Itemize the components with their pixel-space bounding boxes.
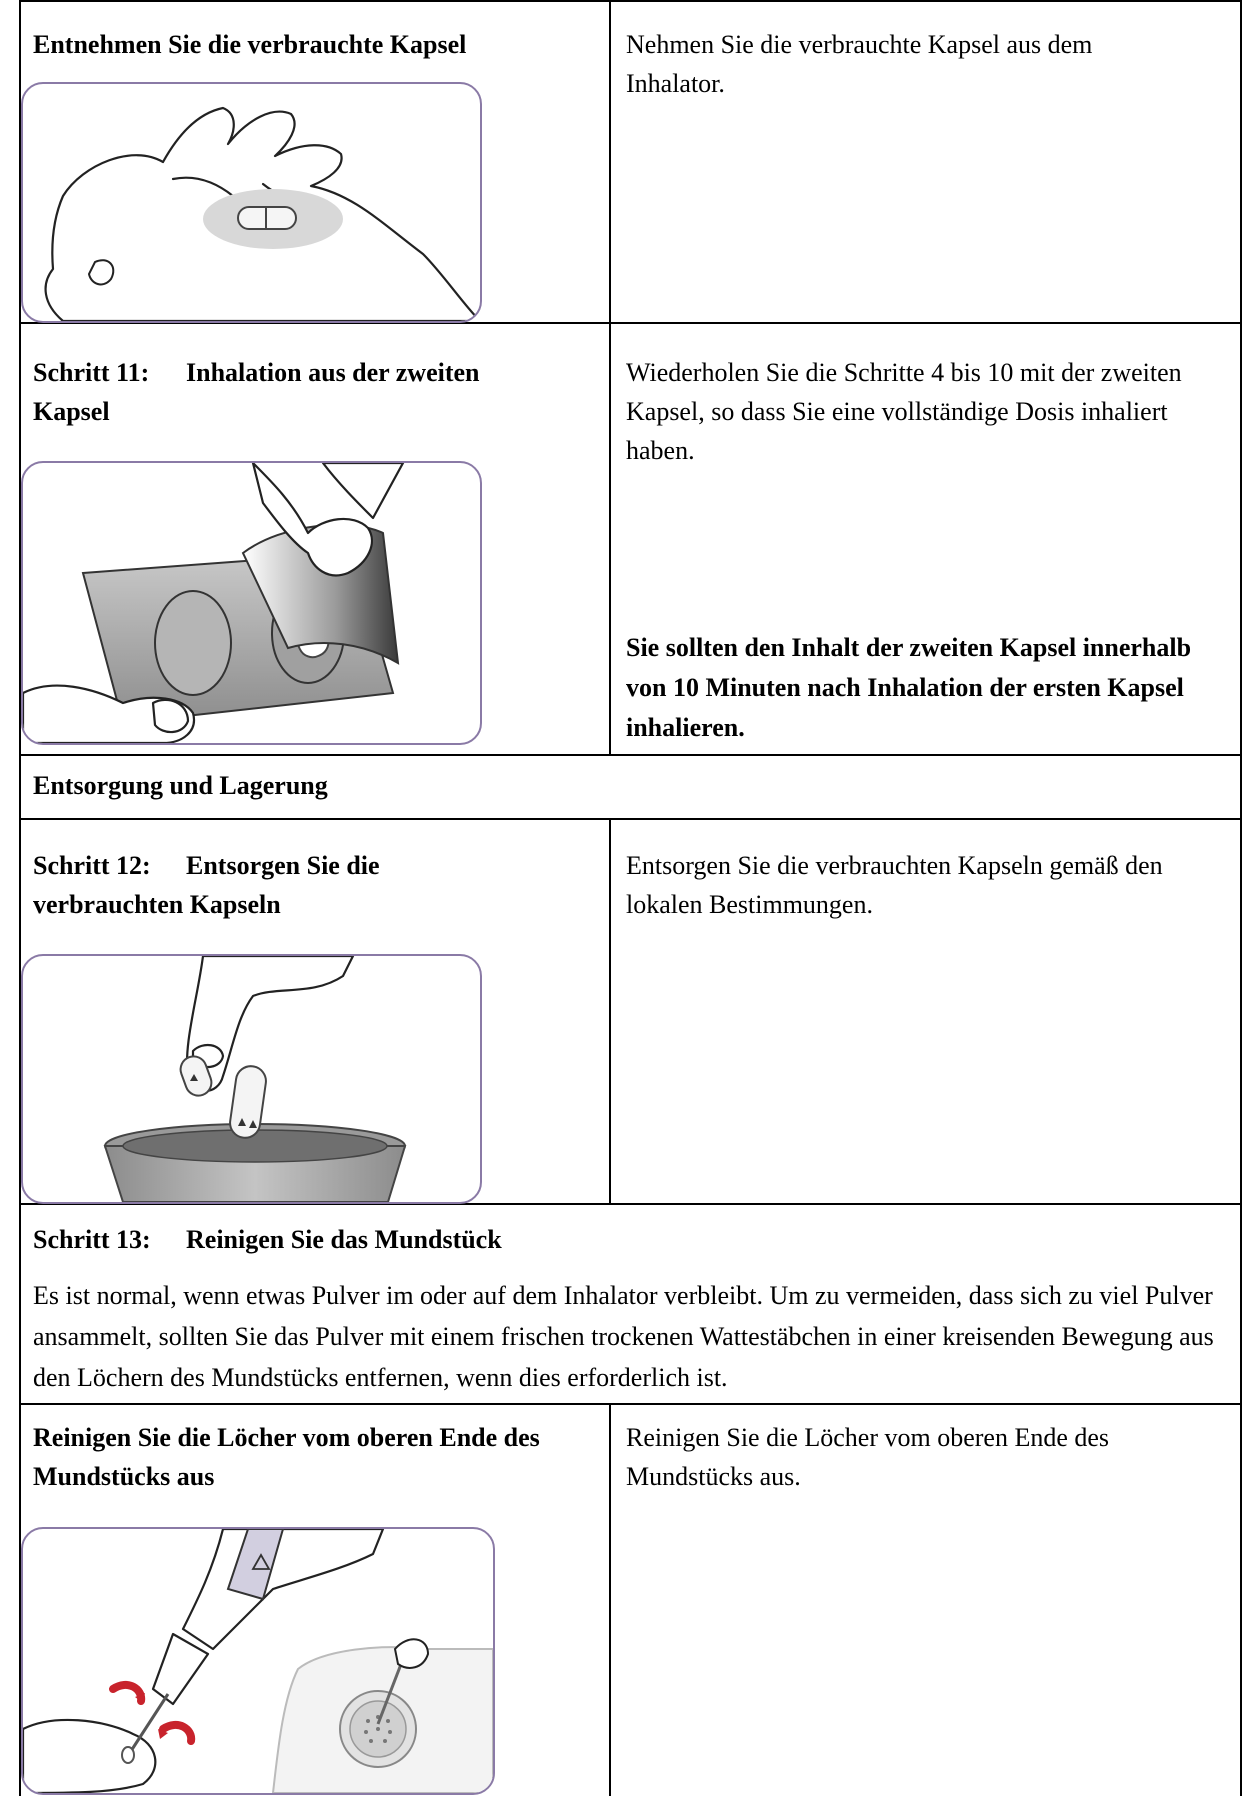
row-divider bbox=[19, 1203, 1242, 1205]
step-body: Es ist normal, wenn etwas Pulver im oder… bbox=[33, 1281, 1214, 1392]
step-number: Schritt 11: bbox=[33, 358, 150, 387]
section-title: Entsorgung und Lagerung bbox=[33, 771, 328, 800]
column-divider bbox=[609, 818, 611, 1203]
step-title: Reinigen Sie das Mundstück bbox=[186, 1225, 502, 1254]
table-border-right bbox=[1240, 0, 1242, 1796]
hand-capsule-illustration bbox=[21, 82, 482, 323]
disposal-illustration bbox=[21, 954, 482, 1204]
step-title-continued: Kapsel bbox=[33, 397, 110, 426]
step-number: Schritt 12: bbox=[33, 851, 151, 880]
step-title: Reinigen Sie die Löcher vom oberen Ende … bbox=[33, 1423, 540, 1491]
step-number: Schritt 13: bbox=[33, 1225, 151, 1254]
peeling-blister-pack-icon bbox=[23, 463, 405, 743]
row-divider bbox=[19, 754, 1242, 756]
cleaning-mouthpiece-with-swab-icon bbox=[23, 1529, 493, 1793]
row-divider bbox=[19, 322, 1242, 324]
step-description: Reinigen Sie die Löcher vom oberen Ende … bbox=[626, 1423, 1110, 1491]
mouthpiece-cleaning-illustration bbox=[21, 1527, 495, 1795]
column-divider bbox=[609, 0, 611, 754]
step-description: Entsorgen Sie die verbrauchten Kapseln g… bbox=[626, 851, 1163, 919]
instruction-table: Entnehmen Sie die verbrauchte Kapsel Neh… bbox=[19, 0, 1242, 1796]
step-description: Wiederholen Sie die Schritte 4 bis 10 mi… bbox=[626, 358, 1182, 465]
step-warning: Sie sollten den Inhalt der zweiten Kapse… bbox=[626, 633, 1192, 742]
row-divider bbox=[19, 818, 1242, 820]
step-description: Nehmen Sie die verbrauchte Kapsel aus de… bbox=[626, 30, 1093, 98]
hand-holding-capsule-icon bbox=[44, 106, 480, 321]
step-title: Entsorgen Sie die bbox=[186, 851, 380, 880]
step-heading-clean: Schritt 13: Reinigen Sie das Mundstück bbox=[33, 1220, 502, 1259]
table-border-top bbox=[19, 0, 1242, 2]
step-title: Inhalation aus der zweiten bbox=[186, 358, 480, 387]
step-heading: Schritt 11: Inhalation aus der zweiten bbox=[33, 353, 480, 392]
step-title-continued: verbrauchten Kapseln bbox=[33, 890, 281, 919]
blister-illustration bbox=[21, 461, 482, 745]
capsule-into-bin-icon bbox=[103, 956, 407, 1202]
row-divider bbox=[19, 1403, 1242, 1405]
step-heading: Schritt 12: Entsorgen Sie die bbox=[33, 846, 380, 885]
step-title: Entnehmen Sie die verbrauchte Kapsel bbox=[33, 30, 467, 59]
table-border-left bbox=[19, 0, 21, 1796]
column-divider bbox=[609, 1403, 611, 1796]
